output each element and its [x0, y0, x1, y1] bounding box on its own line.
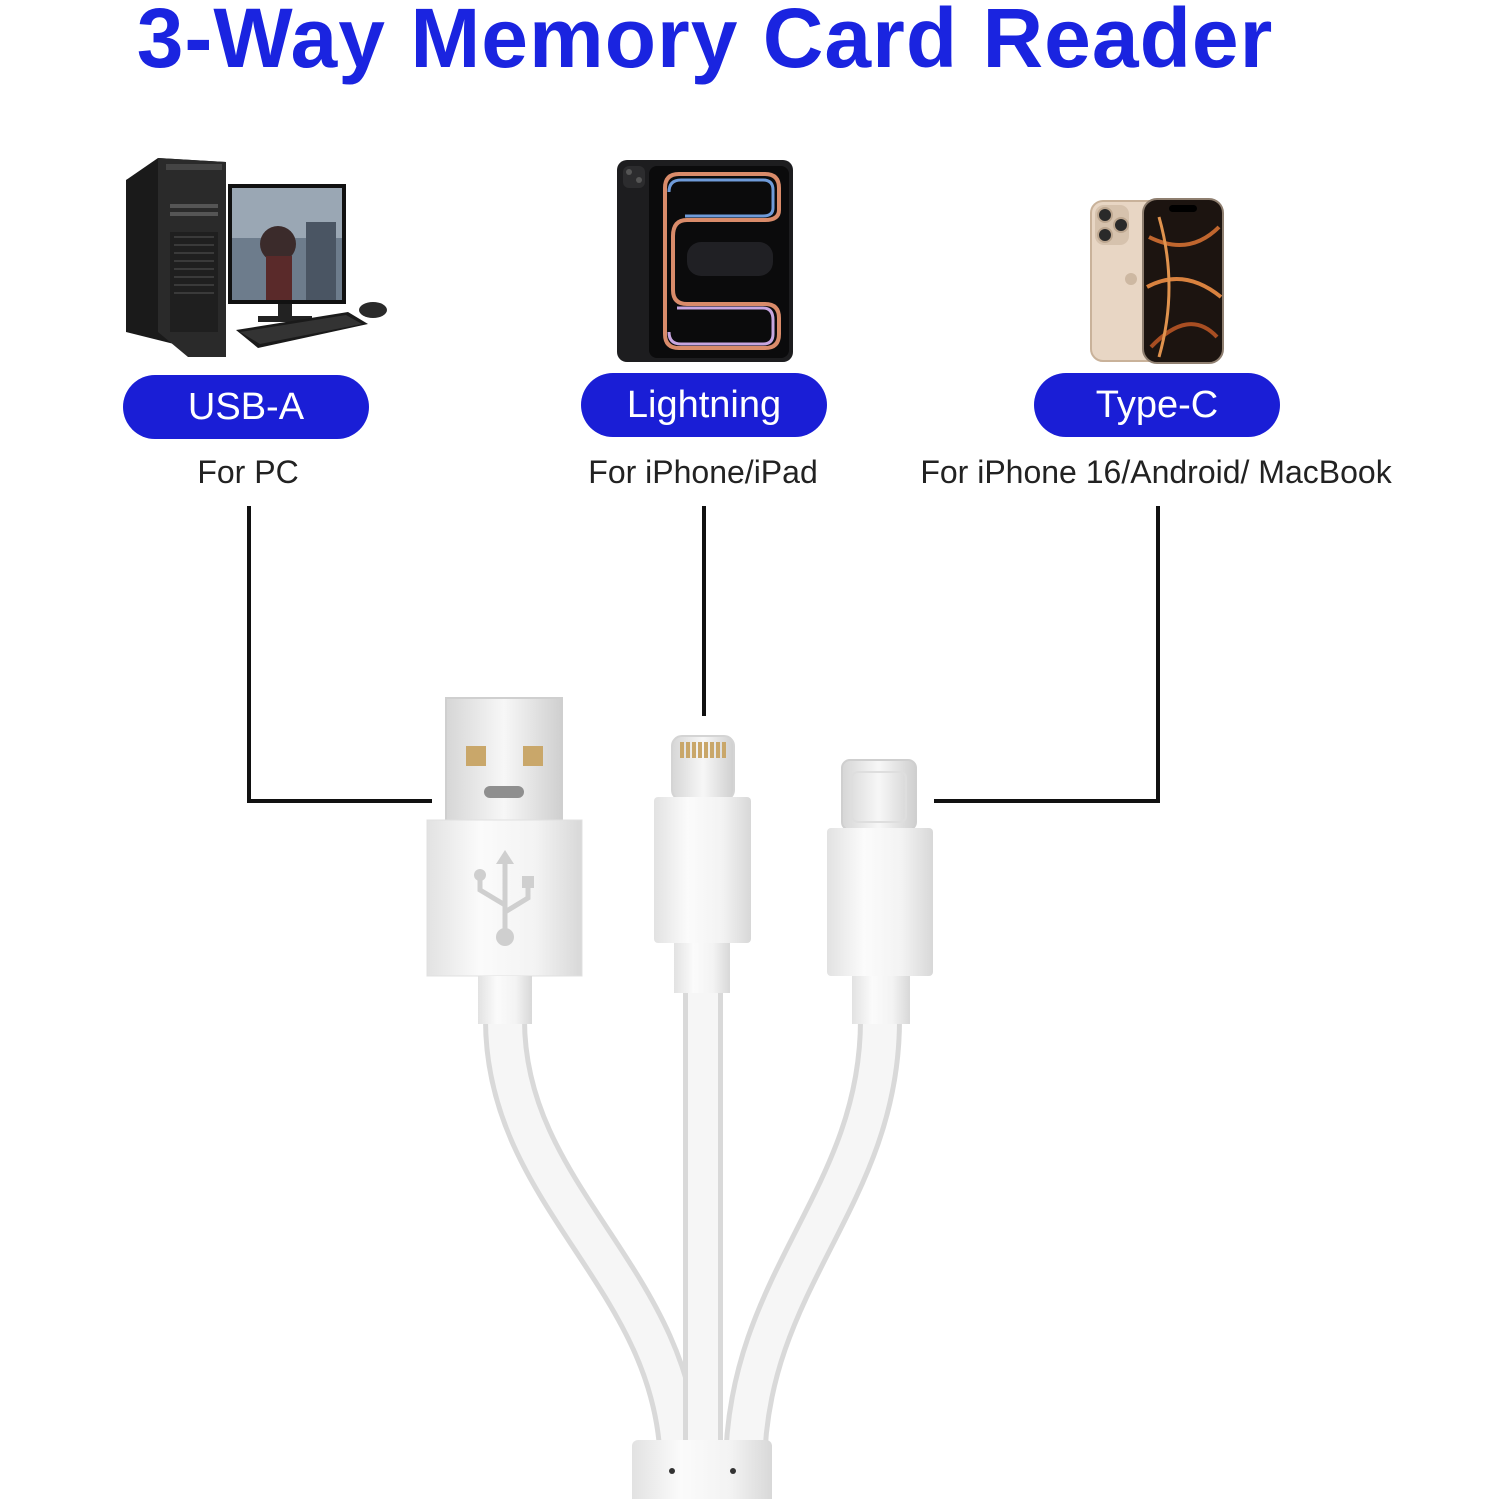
type-c-callout-line: [934, 506, 1160, 803]
usb-a-callout-line: [247, 506, 432, 803]
lightning-caption: For iPhone/iPad: [588, 454, 818, 490]
usb-a-connector: [426, 697, 583, 1024]
type-c-caption: For iPhone 16/Android/ MacBook: [920, 454, 1392, 490]
type-c-badge: Type-C: [1034, 373, 1280, 437]
desktop-pc-icon: [126, 158, 387, 357]
ipad-icon: [617, 160, 793, 362]
page-title: 3-Way Memory Card Reader: [136, 0, 1274, 85]
lightning-connector: [654, 735, 751, 993]
type-c-connector: [827, 759, 933, 1024]
lightning-badge: Lightning: [581, 373, 827, 437]
usb-a-caption: For PC: [197, 454, 299, 490]
iphone-icon: [1090, 198, 1224, 364]
usb-a-badge: USB-A: [123, 375, 369, 439]
